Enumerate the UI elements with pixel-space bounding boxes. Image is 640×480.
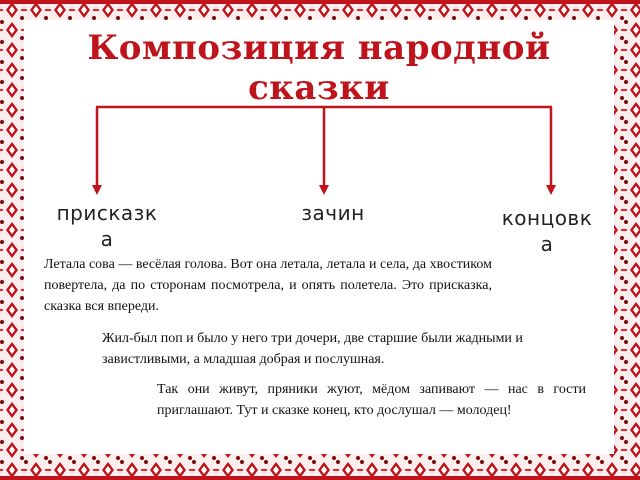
content-panel [24,20,614,454]
part-label-saying: присказка [56,201,158,251]
opening-text: Жил-был поп и было у него три дочери, дв… [102,331,523,367]
saying-text: Летала сова — весёлая голова. Вот она ле… [44,257,492,314]
page-title: Композиция народной сказки [87,28,551,108]
ending-text: Так они живут, пряники жуют, мёдом запив… [157,382,586,418]
part-label-opening: зачин [301,201,365,225]
part-label-ending: концовка [501,206,593,256]
